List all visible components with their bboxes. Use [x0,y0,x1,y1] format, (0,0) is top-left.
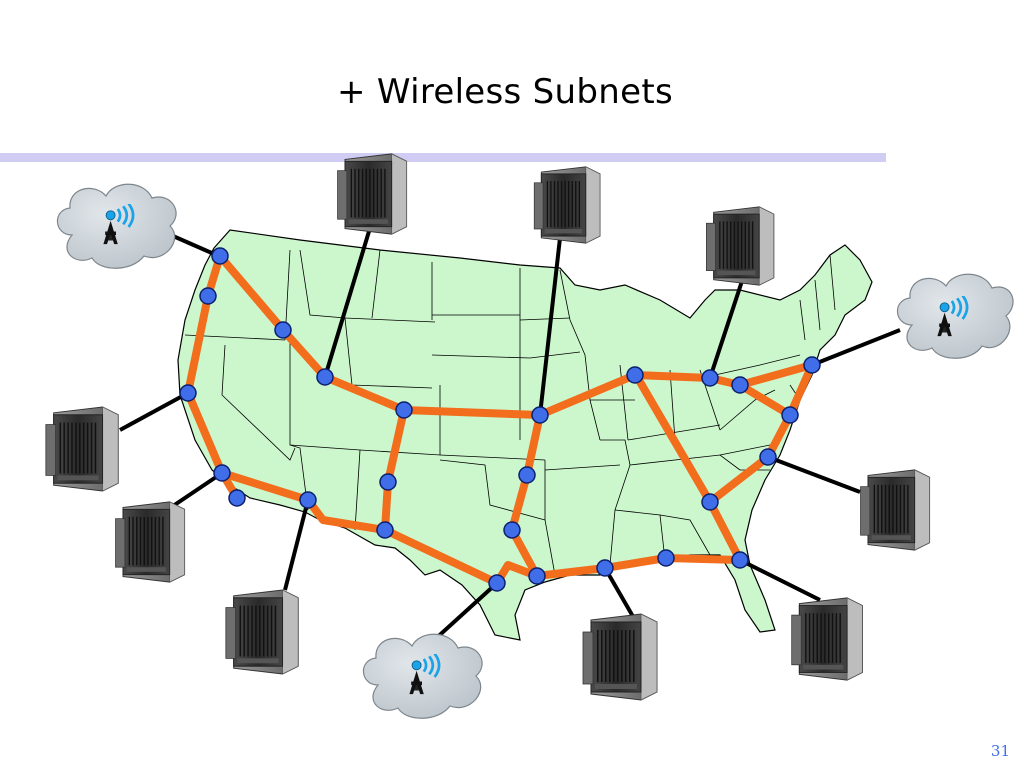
cloud-icon [896,273,1014,359]
state-borders [184,249,836,576]
router-node[interactable] [626,366,644,384]
server-rack-icon[interactable] [45,406,119,492]
slide-title: + Wireless Subnets [337,72,673,112]
router-node[interactable] [211,247,229,265]
server-rack-icon[interactable] [225,589,299,675]
router-node[interactable] [503,521,521,539]
wireless-cloud-south[interactable] [362,633,483,719]
server-rack-icon[interactable] [859,469,931,551]
router-node[interactable] [731,376,749,394]
router-node[interactable] [596,559,614,577]
wireless-cloud-northwest[interactable] [56,183,177,269]
server-rack-icon[interactable] [337,153,408,235]
us-map [177,229,873,641]
router-node[interactable] [376,521,394,539]
router-node[interactable] [316,368,334,386]
router-node[interactable] [803,356,821,374]
access-links [119,227,901,644]
cloud-icon [362,633,483,719]
router-node[interactable] [488,574,506,592]
router-node[interactable] [528,567,546,585]
wireless-cloud-northeast[interactable] [896,273,1014,359]
router-node[interactable] [379,473,397,491]
router-node[interactable] [199,287,217,305]
router-node[interactable] [299,491,317,509]
router-node[interactable] [213,464,231,482]
server-rack-icon[interactable] [533,166,601,244]
wireless-subnets [56,183,1014,719]
router-node[interactable] [179,384,197,402]
router-node[interactable] [228,489,246,507]
us-map-outline [177,229,873,641]
router-node[interactable] [701,369,719,387]
server-rack-icon[interactable] [582,613,658,701]
server-rack-icon[interactable] [114,501,186,583]
router-nodes [179,247,821,592]
title-rule [0,153,886,162]
server-rack-icon[interactable] [705,206,775,286]
router-node[interactable] [657,549,675,567]
router-node[interactable] [731,551,749,569]
router-node[interactable] [701,493,719,511]
router-node[interactable] [274,321,292,339]
router-node[interactable] [531,406,549,424]
slide-number: 31 [990,742,1010,760]
router-node[interactable] [781,406,799,424]
router-node[interactable] [759,448,777,466]
router-node[interactable] [395,401,413,419]
router-node[interactable] [518,466,536,484]
server-rack-icon[interactable] [791,597,863,681]
cloud-icon [56,183,177,269]
